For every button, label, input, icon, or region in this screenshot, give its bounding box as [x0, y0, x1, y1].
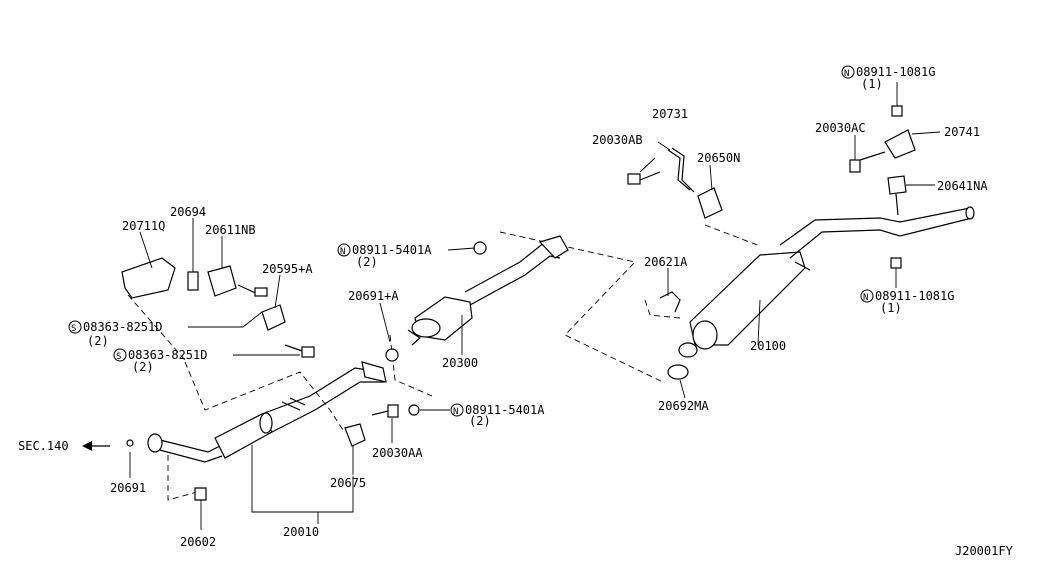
hangers-and-brackets: [121, 105, 916, 501]
label-08911-5401a-low: 08911-5401A: [465, 403, 545, 417]
label-08911-1081g-top-qty: (1): [861, 77, 883, 91]
label-20641na: 20641NA: [937, 179, 988, 193]
prefix-s-2: S: [116, 352, 121, 362]
leader-lines: [129, 82, 941, 530]
label-20300: 20300: [442, 356, 478, 370]
part-labels: 20711Q 20694 20611NB 20595+A S 08363-825…: [18, 65, 1014, 558]
prefix-n-4: N: [863, 293, 868, 303]
label-20694: 20694: [170, 205, 206, 219]
label-20602: 20602: [180, 535, 216, 549]
label-20741: 20741: [944, 125, 980, 139]
label-08911-1081g-top: 08911-1081G: [856, 65, 935, 79]
label-20691: 20691: [110, 481, 146, 495]
prefix-s-1: S: [71, 324, 76, 334]
label-08911-5401a-low-qty: (2): [469, 414, 491, 428]
nut-n-icon: [450, 403, 464, 417]
label-08363-a: 08363-8251D: [83, 320, 162, 334]
prefix-n-2: N: [453, 407, 458, 417]
label-20650n: 20650N: [697, 151, 740, 165]
label-20692ma: 20692MA: [658, 399, 709, 413]
nut-n-icon: [860, 289, 874, 303]
nut-n-icon: [337, 243, 351, 257]
standard-part-s-icon: [113, 348, 127, 362]
label-08911-1081g-low-qty: (1): [880, 301, 902, 315]
prefix-n-1: N: [340, 247, 345, 257]
center-muffler: [407, 235, 569, 346]
label-08363-b-qty: (2): [132, 360, 154, 374]
label-20731: 20731: [652, 107, 688, 121]
label-08911-5401a-top: 08911-5401A: [352, 243, 432, 257]
label-20621a: 20621A: [644, 255, 688, 269]
prefix-n-3: N: [844, 69, 849, 79]
label-20030ab: 20030AB: [592, 133, 643, 147]
label-20030ac: 20030AC: [815, 121, 866, 135]
label-20675: 20675: [330, 476, 366, 490]
section-arrow: [82, 441, 110, 451]
diagram-code: J20001FY: [955, 544, 1014, 558]
front-tube-assembly: [147, 361, 387, 463]
section-ref: SEC.140: [18, 439, 69, 453]
label-08911-1081g-low: 08911-1081G: [875, 289, 954, 303]
label-20100: 20100: [750, 339, 786, 353]
label-20691a: 20691+A: [348, 289, 399, 303]
label-08911-5401a-top-qty: (2): [356, 255, 378, 269]
main-muffler: [667, 206, 975, 380]
label-08363-a-qty: (2): [87, 334, 109, 348]
label-20611nb: 20611NB: [205, 223, 256, 237]
nut-n-icon: [841, 65, 855, 79]
label-20010: 20010: [283, 525, 319, 539]
standard-part-s-icon: [68, 320, 82, 334]
label-20595a: 20595+A: [262, 262, 313, 276]
label-20030aa: 20030AA: [372, 446, 423, 460]
label-08363-b: 08363-8251D: [128, 348, 207, 362]
label-20711q: 20711Q: [122, 219, 165, 233]
